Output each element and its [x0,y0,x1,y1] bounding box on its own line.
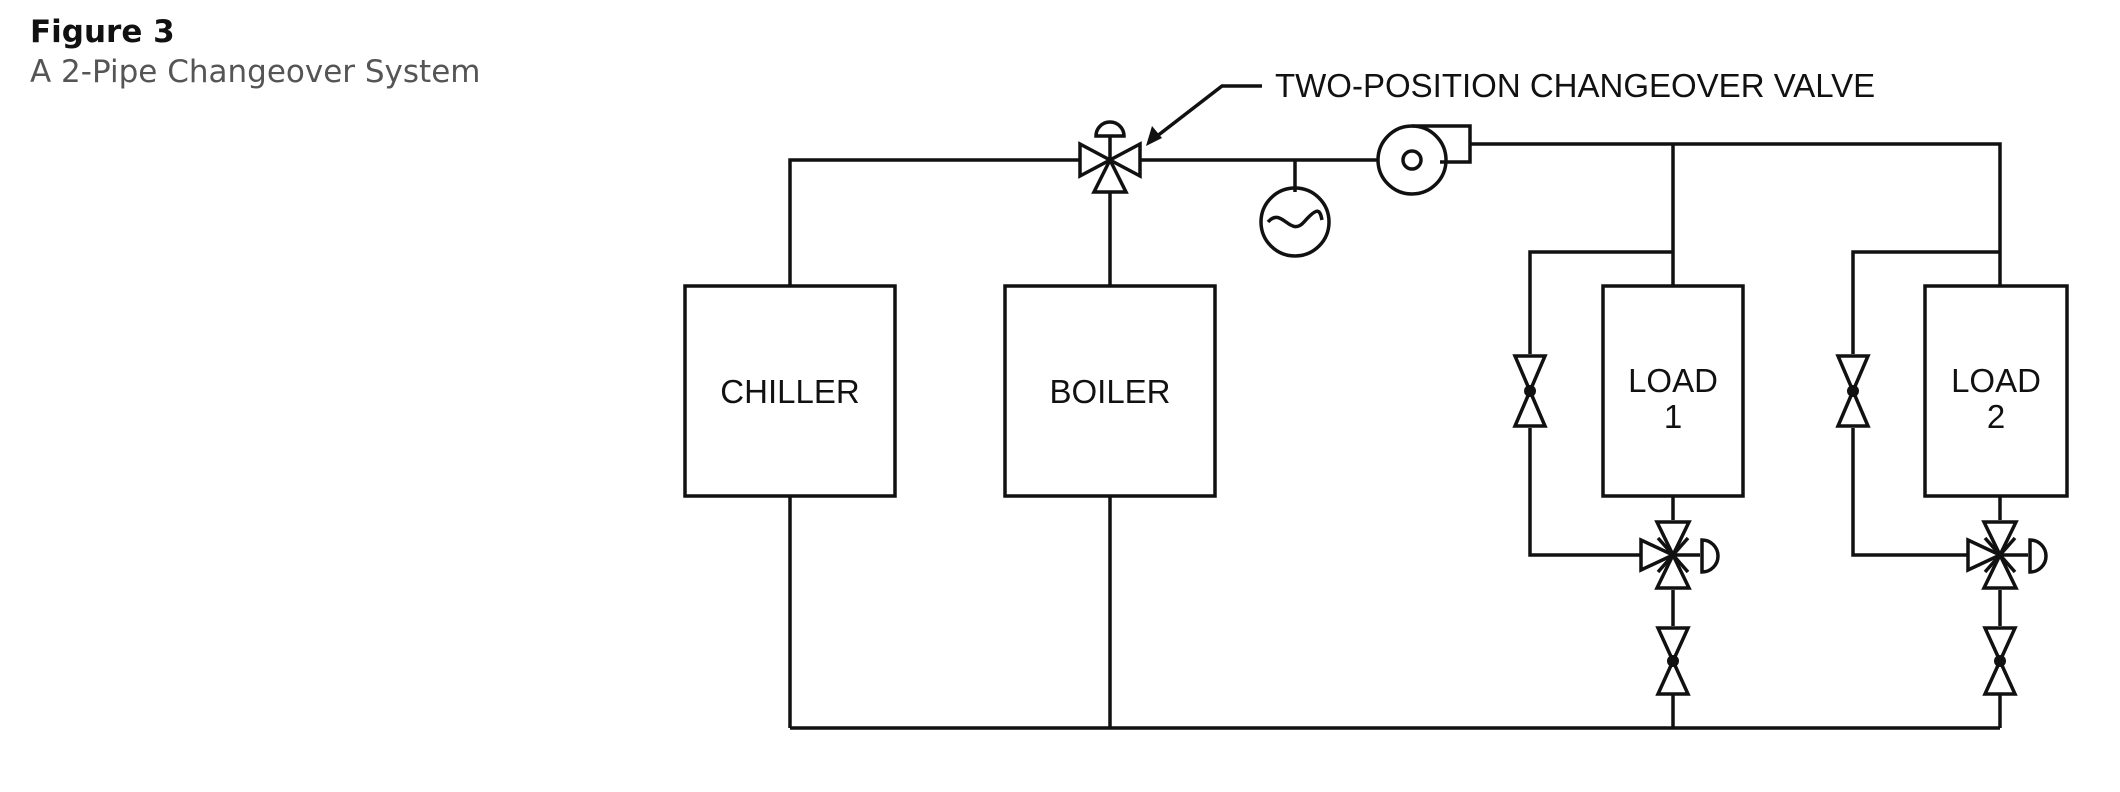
piping [788,142,2002,730]
load-1-number: 1 [1664,398,1682,435]
load-2-unit [1923,284,2069,498]
chiller-label: CHILLER [720,373,859,410]
load-1-label: LOAD [1628,362,1718,399]
boiler-unit [1003,284,1217,498]
chiller-unit [683,284,897,498]
figure-heading: Figure 3 A 2-Pipe Changeover System [30,12,480,92]
load-2-number: 2 [1987,398,2005,435]
load-2-control-valve [1966,520,2048,590]
figure-caption: A 2-Pipe Changeover System [30,54,481,90]
load-1-bypass-valve [1512,354,1548,428]
pipe-load1-bypass-lower [1528,428,1640,557]
boiler-label: BOILER [1049,373,1170,410]
load-1-return-valve [1655,626,1691,696]
load-2-label: LOAD [1951,362,2041,399]
load-2-return-valve [1982,626,2018,696]
changeover-valve-label: TWO-POSITION CHANGEOVER VALVE [1275,67,1875,104]
pipe-load1-bypass [1528,250,1673,354]
load-1-control-valve [1639,520,1720,590]
expansion-tank-icon [1259,186,1331,258]
callout-leader [1146,84,1262,146]
pipe-load2-bypass [1851,250,2000,354]
pump-icon [1376,124,1472,196]
pipe-chiller-supply [788,158,1080,286]
load-1-unit [1601,284,1745,498]
figure-number: Figure 3 [30,14,175,50]
pipe-supply-header [1470,142,2002,286]
changeover-valve [1078,120,1142,194]
load-2-bypass-valve [1835,354,1871,428]
pipe-load2-bypass-lower [1851,428,1967,557]
